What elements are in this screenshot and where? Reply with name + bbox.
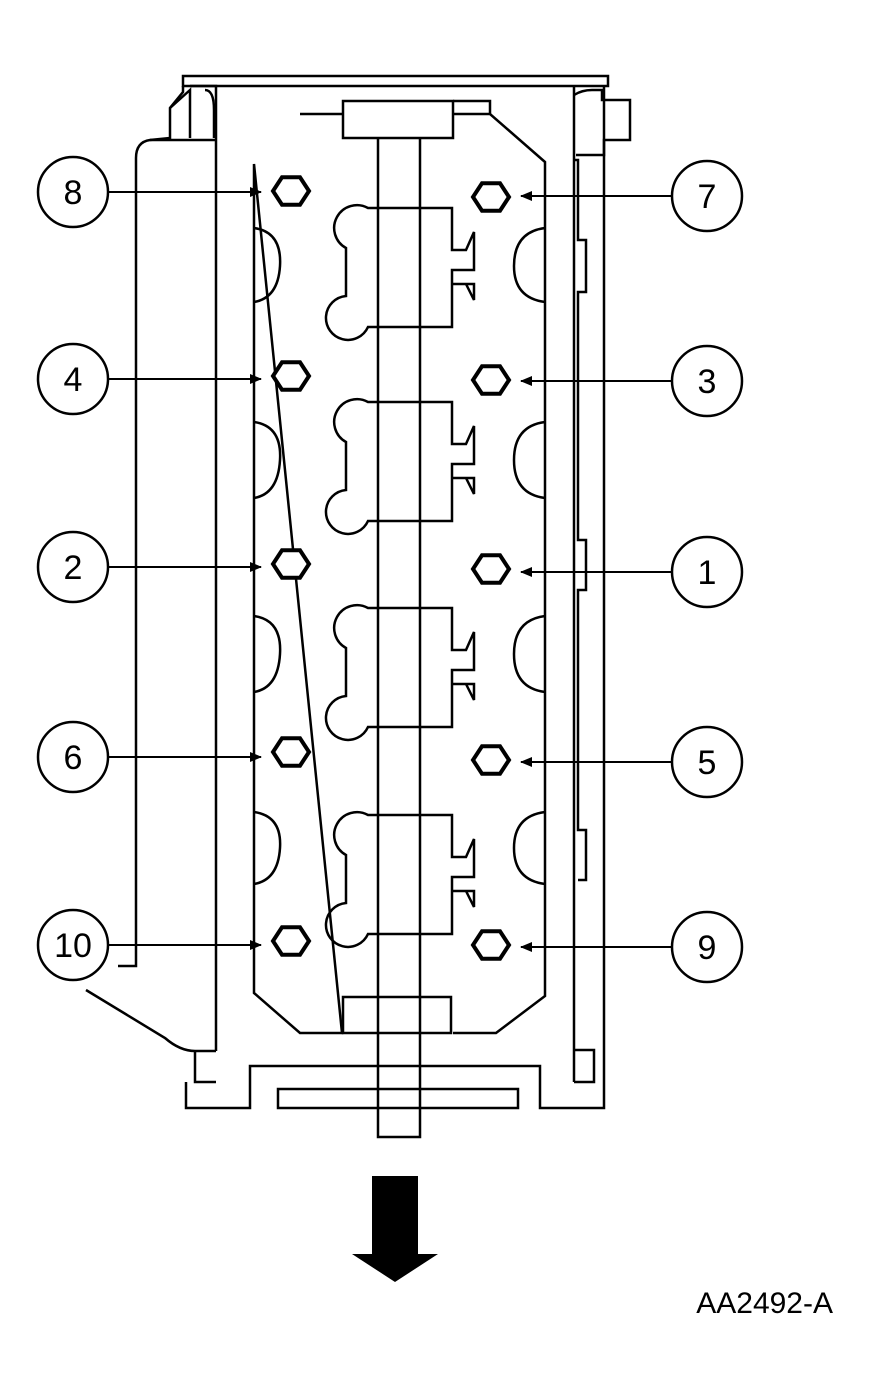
cylinder-head-outline bbox=[85, 74, 632, 1110]
bolt-group bbox=[270, 175, 512, 961]
callout-group: 8 7 4 3 2 1 6 5 10 9 bbox=[36, 155, 744, 984]
figure-id: AA2492-A bbox=[696, 1287, 833, 1320]
bolt-5 bbox=[270, 548, 312, 580]
callout-label-10: 10 bbox=[54, 927, 92, 965]
callout-label-9: 9 bbox=[698, 929, 717, 967]
callout-label-6: 6 bbox=[64, 739, 83, 777]
callout-label-8: 8 bbox=[64, 174, 83, 212]
front-direction-arrow bbox=[352, 1176, 438, 1282]
bolt-9 bbox=[270, 925, 312, 957]
callout-circle-2 bbox=[36, 530, 110, 604]
bolt-3 bbox=[270, 360, 312, 392]
callout-circle-9 bbox=[670, 910, 744, 984]
bolt-6 bbox=[470, 553, 512, 585]
bolt-7 bbox=[270, 736, 312, 768]
bolt-4 bbox=[470, 364, 512, 396]
callout-circle-5 bbox=[670, 725, 744, 799]
callout-circle-4 bbox=[36, 342, 110, 416]
callout-circle-8 bbox=[36, 155, 110, 229]
callout-circle-10 bbox=[36, 908, 110, 982]
callout-label-4: 4 bbox=[64, 361, 83, 399]
bolt-2 bbox=[470, 181, 512, 213]
bolt-1 bbox=[270, 175, 312, 207]
bolt-deck bbox=[252, 112, 547, 1035]
callout-label-1: 1 bbox=[698, 554, 717, 592]
callout-circle-1 bbox=[670, 535, 744, 609]
callout-circle-3 bbox=[670, 344, 744, 418]
callout-label-3: 3 bbox=[698, 363, 717, 401]
leader-lines bbox=[109, 187, 671, 952]
callout-label-7: 7 bbox=[698, 178, 717, 216]
callout-label-5: 5 bbox=[698, 744, 717, 782]
callout-label-2: 2 bbox=[64, 549, 83, 587]
bearing-caps bbox=[324, 203, 476, 949]
bolt-8 bbox=[470, 744, 512, 776]
callout-circle-6 bbox=[36, 720, 110, 794]
callout-circle-7 bbox=[670, 159, 744, 233]
bolt-10 bbox=[470, 929, 512, 961]
camshaft bbox=[276, 99, 520, 1139]
